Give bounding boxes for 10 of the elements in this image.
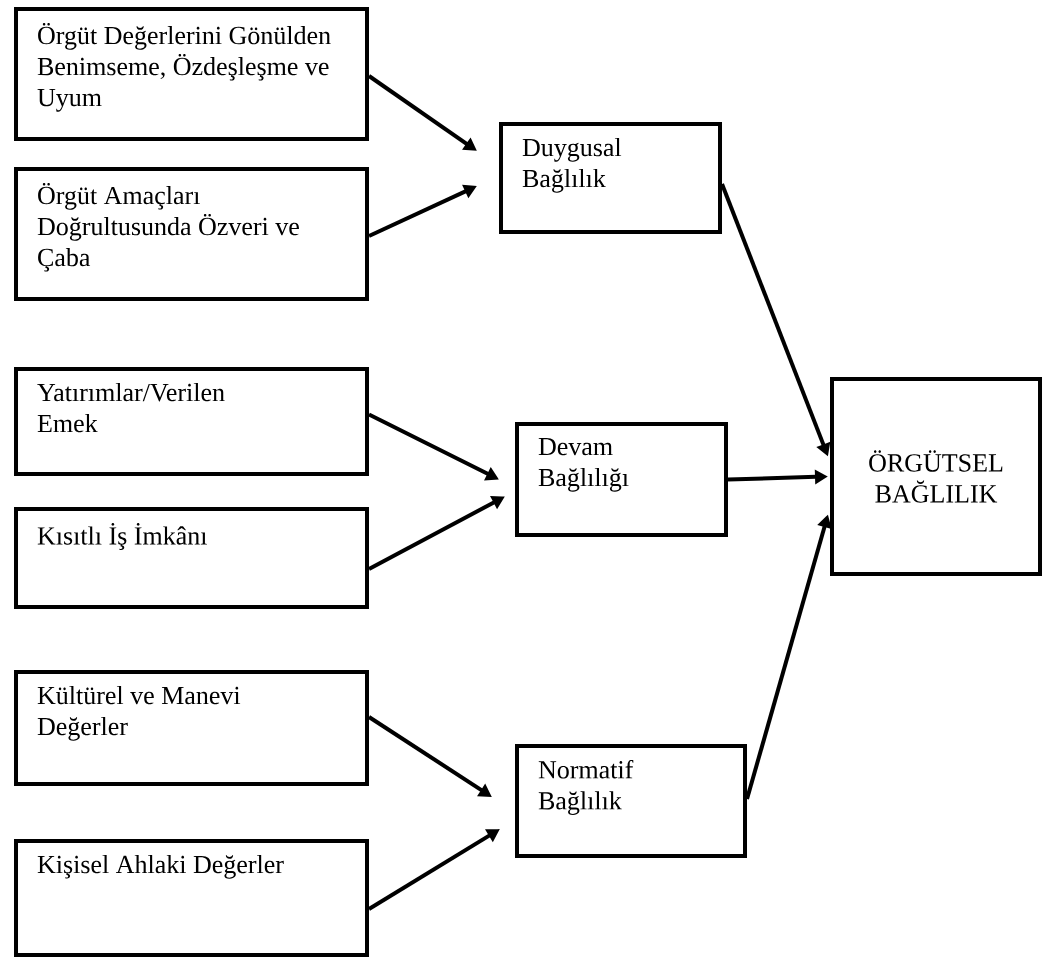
text-box: Duygusal Bağlılık <box>499 122 722 234</box>
text-box: Örgüt Değerlerini Gönülden Benimseme, Özdeşleşme ve Uyum <box>14 7 369 141</box>
text-box: Devam Bağlılığı <box>515 422 728 537</box>
text-box: Kişisel Ahlaki Değerler <box>14 839 369 957</box>
text-box: ÖRGÜTSEL BAĞLILIK <box>830 377 1042 576</box>
text-box: Kısıtlı İş İmkânı <box>14 507 369 609</box>
text-box: Yatırımlar/Verilen Emek <box>14 367 369 476</box>
text-box: Örgüt Amaçları Doğrultusunda Özveri ve Çaba <box>14 167 369 301</box>
text-box: Normatif Bağlılık <box>515 744 747 858</box>
text-box: Kültürel ve Manevi Değerler <box>14 670 369 786</box>
